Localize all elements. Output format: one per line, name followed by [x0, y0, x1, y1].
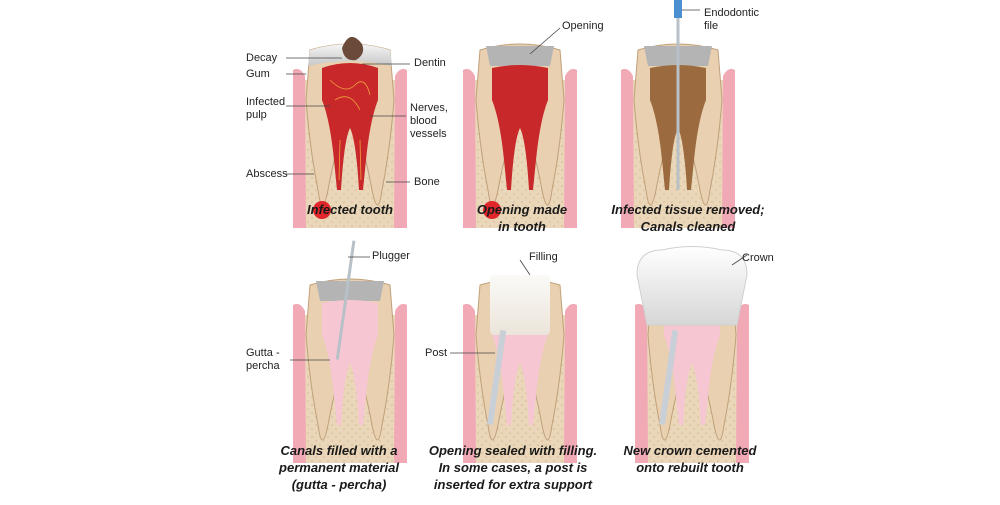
- label-decay: Decay: [246, 52, 278, 64]
- opening: [316, 281, 384, 301]
- label-plugger: Plugger: [372, 250, 410, 262]
- file-handle-icon: [674, 0, 682, 18]
- caption-infected-tooth: Infected tooth: [307, 202, 393, 217]
- gum: [394, 68, 407, 228]
- nerves-blood-vessels: [329, 79, 371, 181]
- gum: [736, 303, 749, 463]
- gum: [293, 68, 306, 228]
- infected-pulp: [322, 63, 378, 190]
- abscess: [483, 201, 501, 219]
- label-opening: Opening: [562, 20, 604, 32]
- gum: [722, 68, 735, 228]
- label-abscess: Abscess: [246, 168, 288, 180]
- panel-sealed: [450, 259, 577, 463]
- label-gutta-percha: Gutta -percha: [246, 347, 280, 372]
- label-dentin: Dentin: [414, 57, 446, 69]
- gum: [463, 303, 476, 463]
- panel-crown: [635, 246, 749, 463]
- panel-cleaned: [621, 0, 735, 228]
- gum: [635, 303, 648, 463]
- post: [487, 330, 507, 425]
- caption-opening-sealed: Opening sealed with filling.In some case…: [428, 443, 598, 492]
- gum: [564, 68, 577, 228]
- gutta-percha: [322, 300, 378, 425]
- label-post: Post: [425, 347, 448, 359]
- label-bone: Bone: [414, 176, 440, 188]
- endodontic-file: [676, 5, 680, 190]
- infected-pulp: [492, 65, 548, 190]
- panel-filled: [290, 240, 407, 463]
- opening: [486, 46, 554, 66]
- label-crown: Crown: [742, 252, 774, 264]
- filling: [490, 275, 550, 335]
- gum: [621, 68, 634, 228]
- abscess: [313, 201, 331, 219]
- panel-opening: [463, 27, 577, 228]
- gum: [293, 303, 306, 463]
- decay: [342, 36, 364, 61]
- caption-canals-cleaned: Infected tissue removed;Canals cleaned: [611, 202, 765, 234]
- crown: [636, 246, 748, 326]
- label-filling: Filling: [529, 251, 558, 263]
- gum: [463, 68, 476, 228]
- panel-infected-tooth: [286, 36, 410, 228]
- gum: [394, 303, 407, 463]
- gum: [564, 303, 577, 463]
- label-gum: Gum: [246, 68, 270, 80]
- plugger: [335, 240, 356, 360]
- post: [659, 330, 679, 425]
